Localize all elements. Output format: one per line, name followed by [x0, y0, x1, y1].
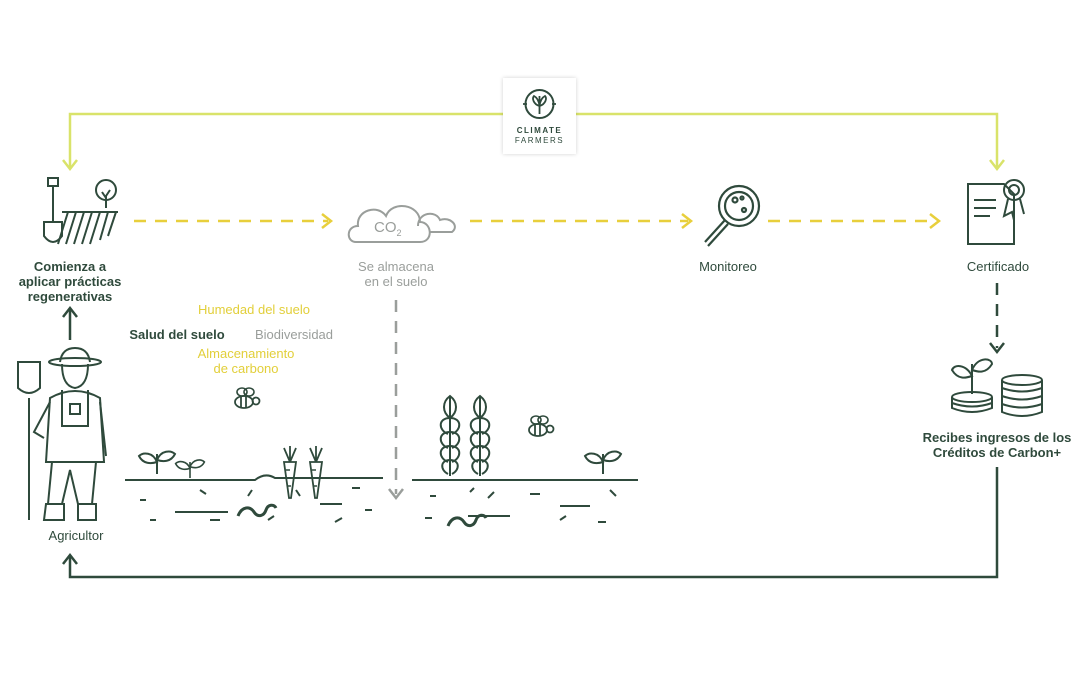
farmer-up-arrow: [62, 305, 78, 340]
co2-label: CO2: [374, 220, 402, 241]
co2-text: CO: [374, 219, 397, 236]
logo-line1: CLIMATE: [516, 126, 563, 135]
step-store-line2: en el suelo: [364, 274, 428, 289]
flow-arrow-monitor-to-cert: [768, 213, 942, 229]
sprout-icon: [138, 450, 622, 479]
logo-emblem-icon: [523, 89, 556, 119]
benefit-carbon-line1: Almacenamiento: [197, 346, 295, 361]
step-start-label: Comienza a aplicar prácticas regenerativ…: [8, 259, 132, 304]
soil-left: [125, 474, 383, 523]
carrot-icon: [283, 445, 323, 499]
certificate-icon: [967, 179, 1025, 245]
benefit-humidity: Humedad del suelo: [197, 302, 311, 317]
farmer-label: Agricultor: [48, 528, 104, 543]
soil-right: [412, 479, 638, 528]
bottom-return-loop: [62, 467, 999, 579]
magnifier-icon: [704, 184, 761, 247]
step-monitor-label: Monitoreo: [699, 259, 757, 274]
climate-farmers-logo: CLIMATE FARMERS: [503, 78, 576, 154]
flow-arrow-cert-to-income: [989, 283, 1005, 355]
tree-icon: [95, 179, 117, 208]
wheat-icon: [439, 395, 491, 477]
shovel-rake-icon: [43, 177, 118, 245]
logo-line2: FARMERS: [514, 136, 565, 145]
step-start-line1: Comienza a: [33, 259, 107, 274]
flow-arrow-start-to-co2: [134, 213, 334, 229]
farmer-icon: [17, 346, 107, 521]
top-feedback-loop: [62, 112, 1005, 172]
step-store-line1: Se almacena: [358, 259, 434, 274]
step-store-label: Se almacena en el suelo: [340, 259, 452, 289]
step-certified-label: Certificado: [966, 259, 1030, 274]
step-income-line2: Créditos de Carbon+: [932, 445, 1062, 460]
benefit-soil-health: Salud del suelo: [129, 327, 225, 342]
benefit-biodiversity: Biodiversidad: [254, 327, 334, 342]
co2-cloud-icon: [347, 205, 456, 243]
flow-arrow-co2-to-soil: [388, 300, 404, 501]
step-income-line1: Recibes ingresos de los: [922, 430, 1072, 445]
step-start-line2: aplicar prácticas: [18, 274, 122, 289]
step-income-label: Recibes ingresos de los Créditos de Carb…: [914, 430, 1080, 460]
flow-arrow-co2-to-monitor: [470, 213, 694, 229]
plant-coins-icon: [950, 358, 1043, 417]
benefit-carbon-line2: de carbono: [213, 361, 279, 376]
bee-icon: [234, 387, 555, 437]
co2-subscript: 2: [396, 228, 402, 238]
step-start-line3: regenerativas: [27, 289, 113, 304]
benefit-carbon: Almacenamiento de carbono: [180, 346, 312, 376]
